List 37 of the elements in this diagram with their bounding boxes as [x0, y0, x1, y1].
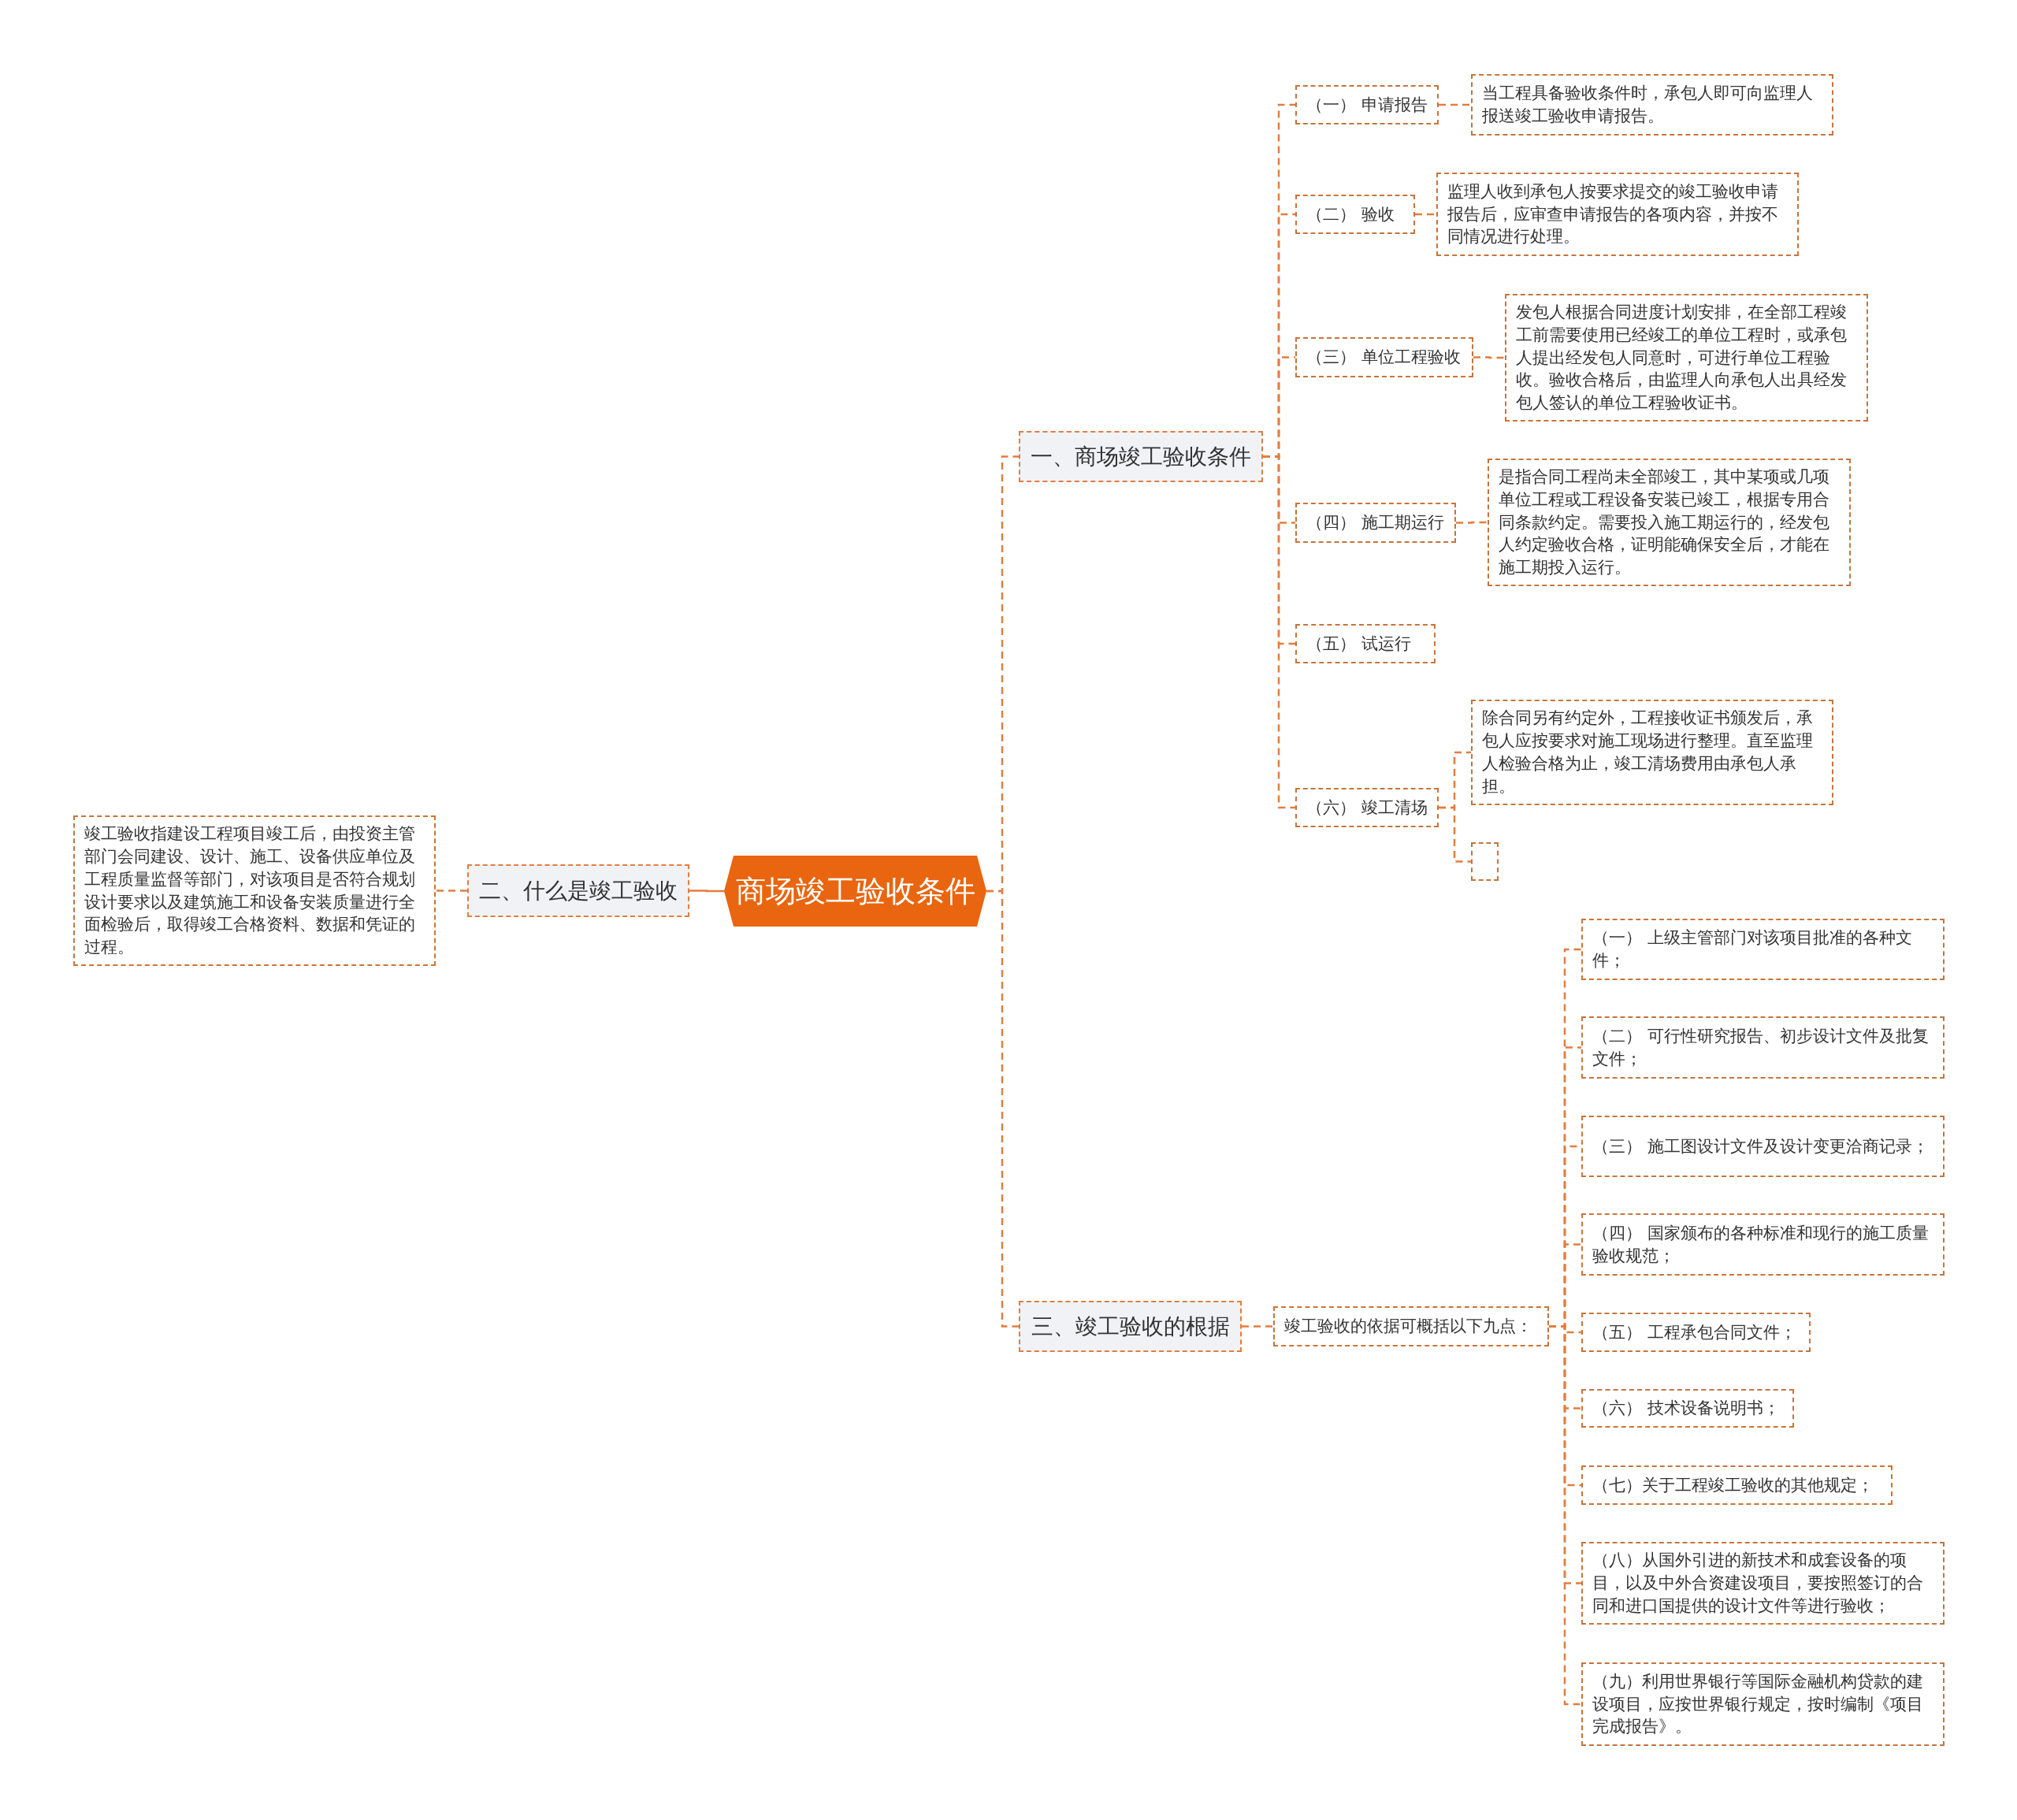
- text-box: 除合同另有约定外，工程接收证书颁发后，承包人应按要求对施工现场进行整理。直至监理人检验合格为止，竣工清场费用由承包人承担。: [1471, 700, 1833, 805]
- text-box: 是指合同工程尚未全部竣工，其中某项或几项单位工程或工程设备安装已竣工，根据专用合同条款约定。需要投入施工期运行的，经发包人约定验收合格，证明能确保安全后，才能在施工期投入运行。: [1488, 459, 1851, 586]
- connector-line: [1439, 103, 1471, 106]
- text-box: （四） 国家颁布的各种标准和现行的施工质量验收规范；: [1581, 1213, 1945, 1276]
- connector-line: [1439, 806, 1471, 863]
- text-box: （四） 施工期运行: [1295, 503, 1456, 543]
- text-box: （六） 技术设备说明书；: [1581, 1389, 1794, 1428]
- text-box: （六） 竣工清场: [1295, 788, 1439, 827]
- text-box: （二） 可行性研究报告、初步设计文件及批复文件；: [1581, 1016, 1945, 1079]
- text-box: 监理人收到承包人按要求提交的竣工验收申请报告后，应审查申请报告的各项内容，并按不同情况进行处理。: [1436, 173, 1799, 256]
- text-box: （五） 试运行: [1295, 624, 1436, 663]
- text-box: （九）利用世界银行等国际金融机构贷款的建设项目，应按世界银行规定，按时编制《项目完成报告》。: [1581, 1662, 1945, 1746]
- connector-line: [1415, 213, 1436, 216]
- text-box: （三） 单位工程验收: [1295, 337, 1473, 377]
- empty-box: [1471, 842, 1499, 881]
- text-box: （一） 申请报告: [1295, 85, 1439, 124]
- connector-line: [1263, 455, 1295, 809]
- text-box: （三） 施工图设计文件及设计变更洽商记录；: [1581, 1116, 1945, 1177]
- text-box: 竣工验收指建设工程项目竣工后，由投资主管部门会同建设、设计、施工、设备供应单位及工程质量监督等部门，对该项目是否符合规划设计要求以及建筑施工和设备安装质量进行全面检验后，取得竣工合格资料、数据和凭证的过程。: [73, 815, 436, 966]
- connector-line: [689, 890, 724, 893]
- text-box: 竣工验收的依据可概括以下九点：: [1273, 1306, 1549, 1346]
- topic-box: 一、商场竣工验收条件: [1019, 431, 1263, 482]
- text-box: 当工程具备验收条件时，承包人即可向监理人报送竣工验收申请报告。: [1471, 74, 1833, 136]
- text-box: 发包人根据合同进度计划安排，在全部工程竣工前需要使用已经竣工的单位工程时，或承包人提出经发包人同意时，可进行单位工程验收。验收合格后，由监理人向承包人出具经发包人签认的单位工程验收证书。: [1505, 294, 1868, 422]
- text-box: （二） 验收: [1295, 195, 1415, 234]
- topic-box: 三、竣工验收的根据: [1019, 1301, 1242, 1352]
- connector-line: [1473, 356, 1505, 359]
- central-topic: 商场竣工验收条件: [724, 856, 986, 927]
- connector-line: [986, 890, 1019, 1328]
- topic-box: 二、什么是竣工验收: [467, 864, 689, 917]
- text-box: （八）从国外引进的新技术和成套设备的项目，以及中外合资建设项目，要按照签订的合同和进口国提供的设计文件等进行验收；: [1581, 1542, 1945, 1625]
- text-box: （一） 上级主管部门对该项目批准的各种文件；: [1581, 919, 1945, 980]
- text-box: （五） 工程承包合同文件；: [1581, 1313, 1811, 1352]
- text-box: （七）关于工程竣工验收的其他规定；: [1581, 1465, 1893, 1505]
- connector-line: [436, 890, 467, 892]
- connector-line: [1242, 1325, 1273, 1328]
- connector-line: [1456, 521, 1488, 524]
